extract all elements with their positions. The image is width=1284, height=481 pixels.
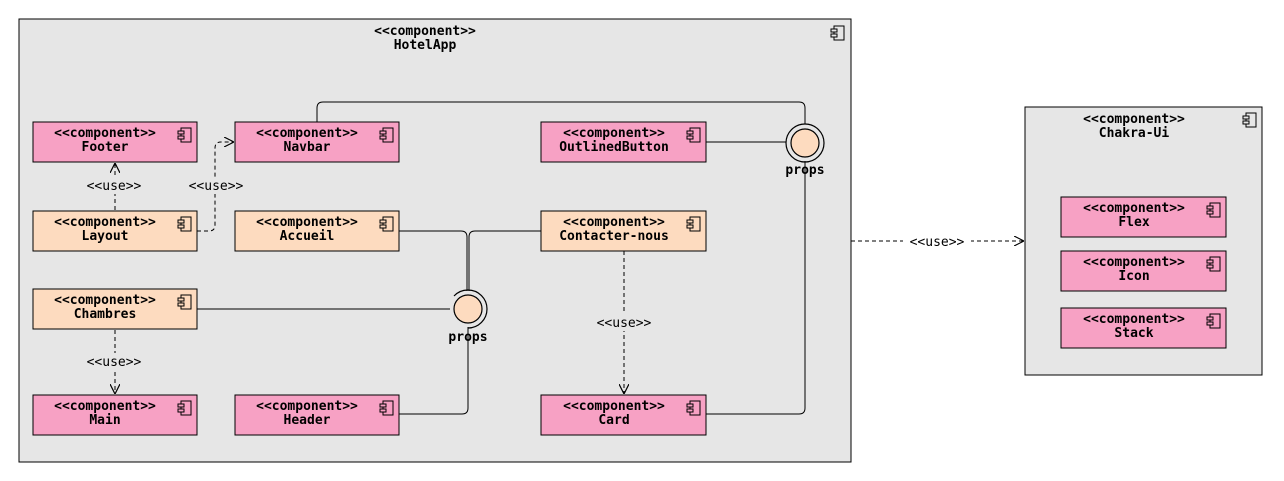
connector-contacter-props [468, 230, 541, 291]
component-icon [177, 294, 192, 310]
component-navbar-name: Navbar [284, 140, 331, 155]
component-contacter-nous: <<component>> Contacter-nous [540, 210, 707, 252]
component-icon [686, 127, 701, 143]
component-footer-stereotype: <<component>> [54, 126, 156, 141]
component-footer: <<component>> Footer [32, 121, 198, 163]
component-icon [686, 400, 701, 416]
component-outlinedbutton-stereotype: <<component>> [563, 126, 665, 141]
component-outlinedbutton: <<component>> OutlinedButton [540, 121, 707, 163]
component-chambres: <<component>> Chambres [32, 288, 198, 330]
interface-props-top-label: props [785, 163, 824, 178]
component-outlinedbutton-name: OutlinedButton [559, 140, 669, 155]
use-label-contacter-card: <<use>> [597, 316, 652, 331]
component-stack-name: Stack [1114, 326, 1153, 341]
container-chakra-name: Chakra-Ui [1099, 126, 1170, 141]
use-label-layout-footer: <<use>> [87, 179, 142, 194]
component-card-stereotype: <<component>> [563, 399, 665, 414]
component-icon [379, 216, 394, 232]
component-chambres-stereotype: <<component>> [54, 293, 156, 308]
component-navbar-stereotype: <<component>> [256, 126, 358, 141]
component-icon [177, 127, 192, 143]
component-navbar: <<component>> Navbar [234, 121, 400, 163]
connector-props-card [706, 161, 806, 415]
component-footer-name: Footer [82, 140, 129, 155]
interface-props-bottom-label: props [448, 330, 487, 345]
component-contacter-stereotype: <<component>> [563, 215, 665, 230]
component-flex-name: Flex [1118, 215, 1149, 230]
component-main: <<component>> Main [32, 394, 198, 436]
component-icon [177, 216, 192, 232]
container-hotelapp-name: HotelApp [394, 38, 457, 53]
component-header-stereotype: <<component>> [256, 399, 358, 414]
component-layout-stereotype: <<component>> [54, 215, 156, 230]
component-icon-stereotype: <<component>> [1083, 255, 1185, 270]
component-accueil-name: Accueil [280, 229, 335, 244]
component-flex: <<component>> Flex [1060, 196, 1227, 238]
component-icon-name: Icon [1118, 269, 1149, 284]
component-main-stereotype: <<component>> [54, 399, 156, 414]
component-main-name: Main [89, 413, 120, 428]
component-icon-box: <<component>> Icon [1060, 250, 1227, 292]
component-layout-name: Layout [82, 229, 129, 244]
component-icon [379, 127, 394, 143]
component-icon [1206, 202, 1221, 218]
interface-props-bottom: props [448, 289, 488, 345]
component-accueil-stereotype: <<component>> [256, 215, 358, 230]
component-icon [379, 400, 394, 416]
component-layout: <<component>> Layout [32, 210, 198, 252]
component-icon [177, 400, 192, 416]
component-accueil: <<component>> Accueil [234, 210, 400, 252]
use-label-hotelapp-chakra: <<use>> [910, 235, 965, 250]
connector-props-header [399, 327, 469, 415]
container-chakra-stereotype: <<component>> [1083, 112, 1185, 127]
component-icon [1206, 256, 1221, 272]
component-header-name: Header [284, 413, 331, 428]
component-icon [1206, 313, 1221, 329]
component-header: <<component>> Header [234, 394, 400, 436]
component-stack: <<component>> Stack [1060, 307, 1227, 349]
component-icon [830, 25, 845, 41]
component-flex-stereotype: <<component>> [1083, 201, 1185, 216]
component-chambres-name: Chambres [74, 307, 137, 322]
component-card-name: Card [598, 413, 629, 428]
use-labels: <<use>> <<use>> <<use>> <<use>> <<use>> [80, 177, 971, 370]
use-label-chambres-main: <<use>> [87, 355, 142, 370]
component-card: <<component>> Card [540, 394, 707, 436]
component-contacter-name: Contacter-nous [559, 229, 669, 244]
connector-accueil-props [399, 230, 468, 291]
component-icon [1242, 112, 1257, 128]
component-stack-stereotype: <<component>> [1083, 312, 1185, 327]
component-icon [686, 216, 701, 232]
interface-props-top: props [785, 123, 825, 178]
container-hotelapp-stereotype: <<component>> [374, 24, 476, 39]
connectors [197, 101, 806, 415]
use-label-layout-navbar: <<use>> [189, 179, 244, 194]
connector-navbar-props [316, 101, 806, 124]
